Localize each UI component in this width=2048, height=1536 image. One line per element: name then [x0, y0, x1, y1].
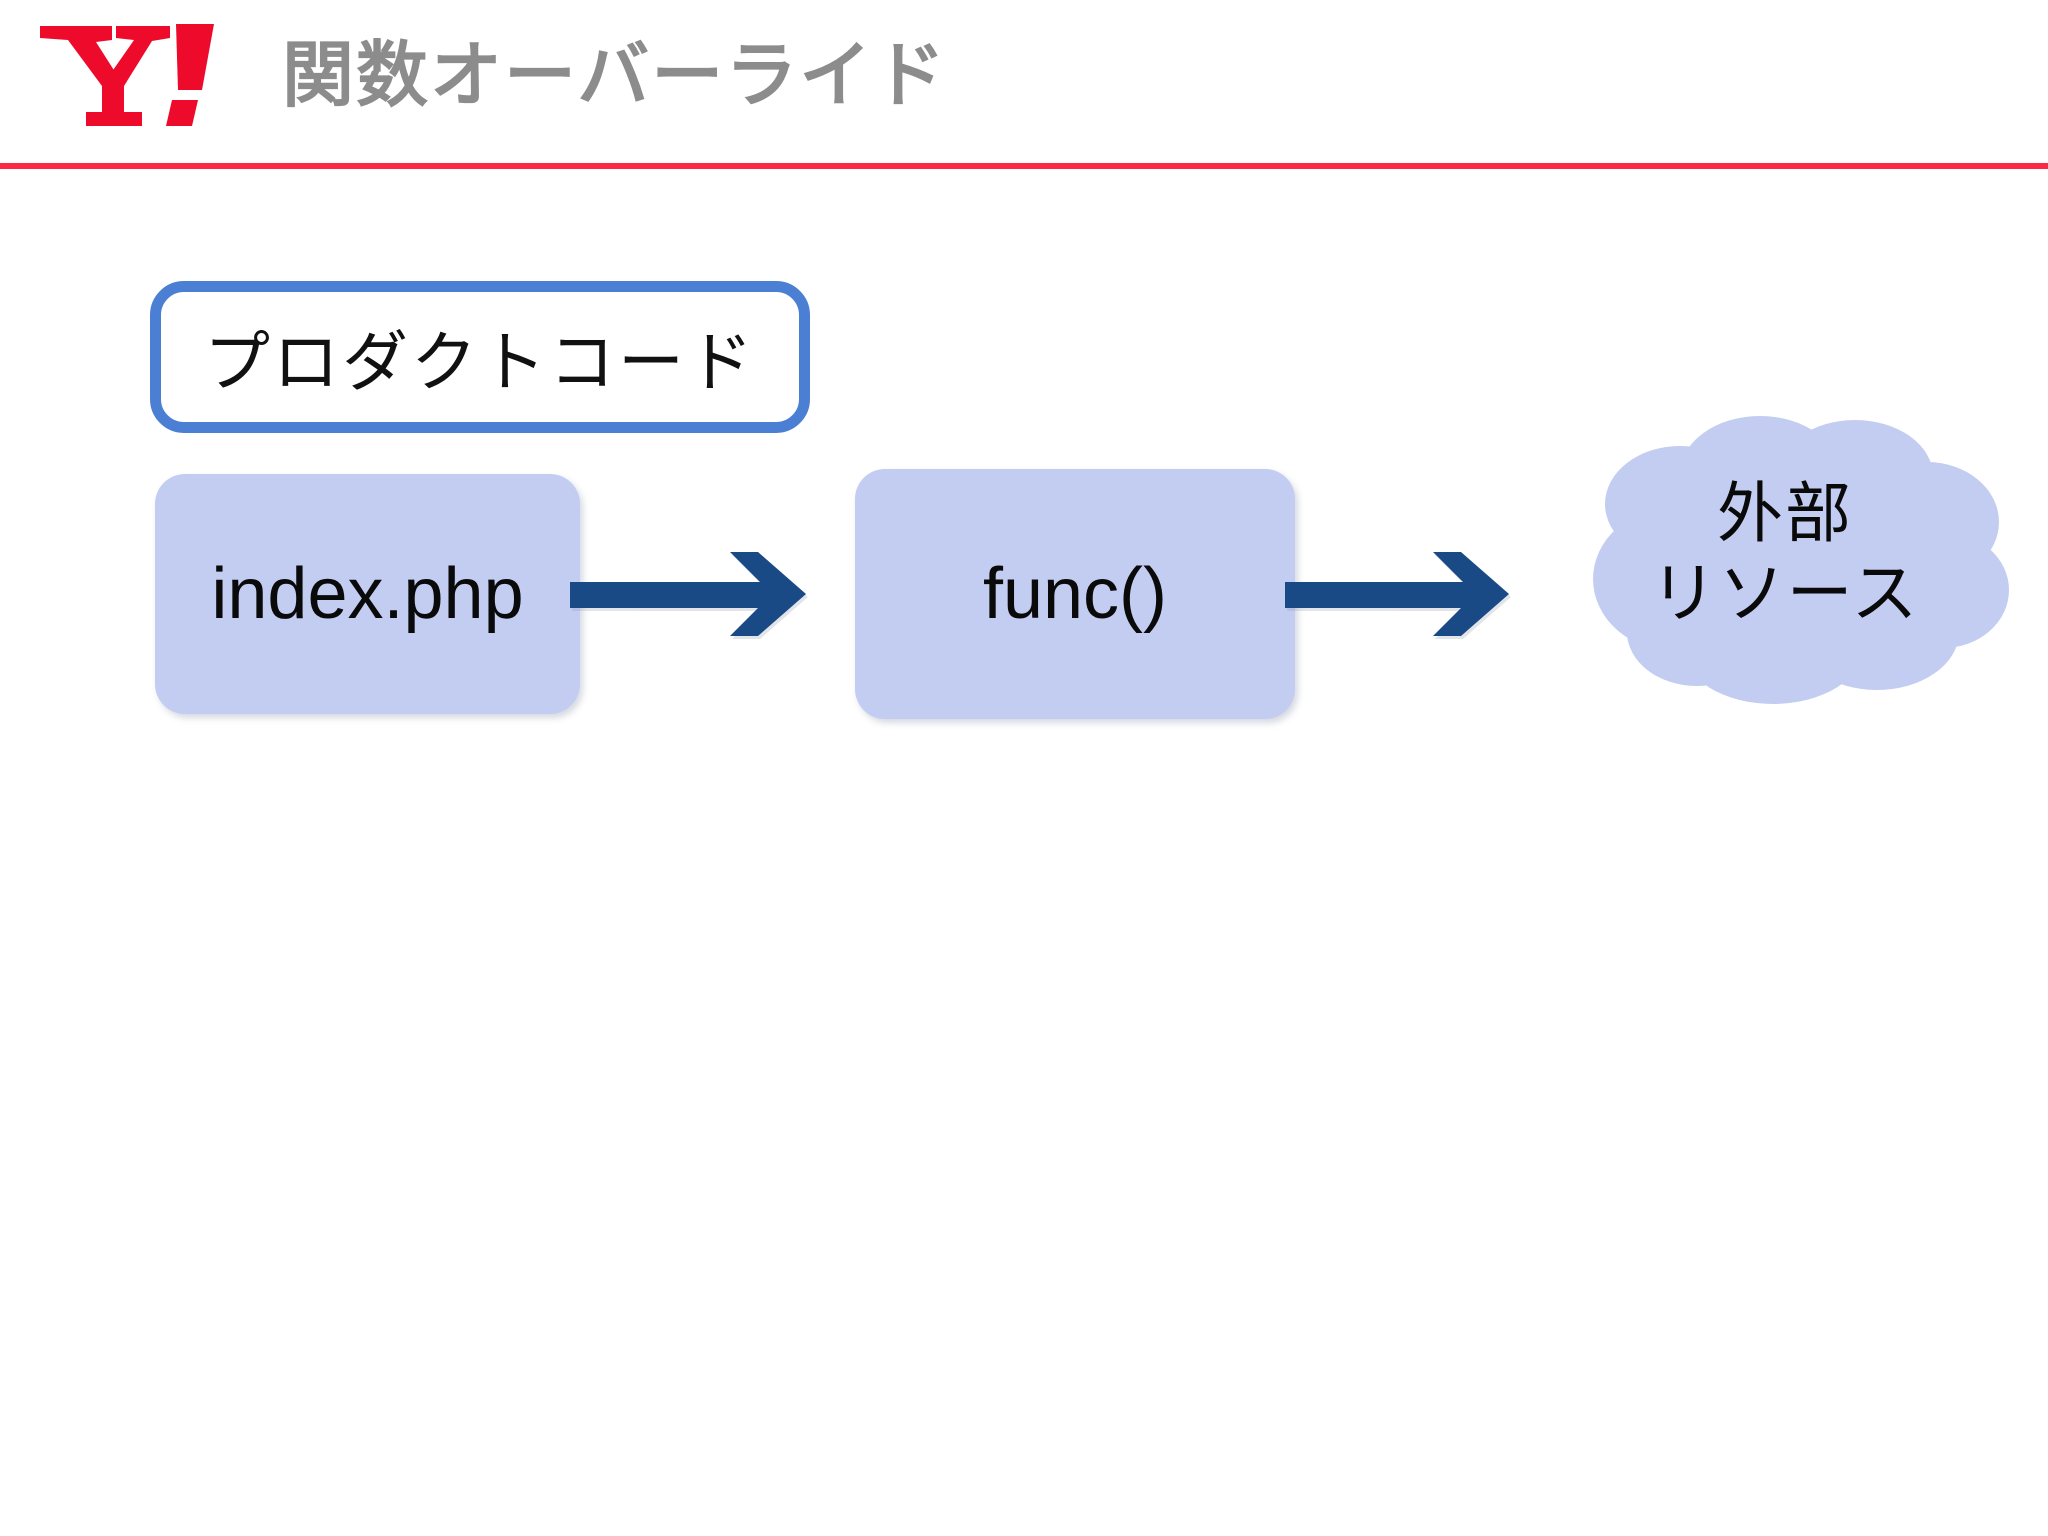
arrow-func-to-cloud [1285, 534, 1570, 654]
slide-body: プロダクトコード index.php func() [0, 169, 2048, 1536]
yahoo-japan-logo [38, 12, 223, 130]
slide-header: 関数オーバーライド [0, 0, 2048, 169]
node-index-php-label: index.php [211, 554, 524, 634]
product-code-label-text: プロダクトコード [204, 324, 756, 401]
arrow-index-to-func [570, 534, 870, 654]
node-func[interactable]: func() [855, 469, 1295, 719]
page-title: 関数オーバーライド [282, 36, 948, 116]
cloud-shape [1593, 416, 2009, 704]
product-code-group-label: プロダクトコード [150, 281, 810, 433]
node-external-resource[interactable]: 外部 リソース [1555, 404, 2015, 704]
node-func-label: func() [982, 554, 1168, 634]
header-divider [0, 163, 2048, 169]
node-index-php[interactable]: index.php [155, 474, 580, 714]
